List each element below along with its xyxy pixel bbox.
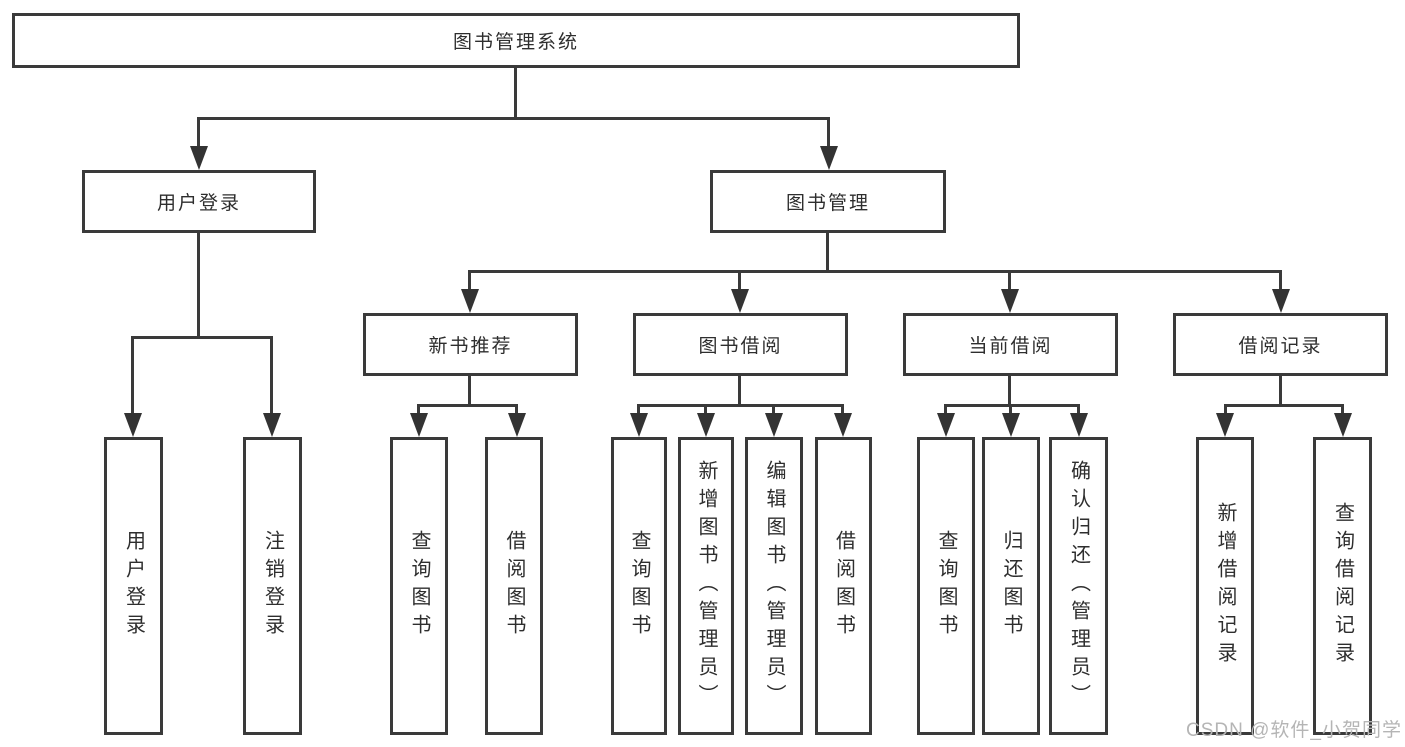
- node-return-books: 归还图书: [982, 437, 1040, 735]
- connector-line: [738, 270, 741, 292]
- connector-line: [1279, 270, 1282, 292]
- node-user-login: 用户登录: [82, 170, 316, 233]
- node-label: 查询借阅记录: [1331, 502, 1354, 670]
- connector-line: [197, 117, 830, 120]
- connector-line: [514, 68, 517, 120]
- connector-line: [515, 404, 518, 416]
- arrow-down-icon: [630, 413, 648, 437]
- connector-line: [131, 336, 272, 339]
- arrow-down-icon: [834, 413, 852, 437]
- arrow-down-icon: [1001, 289, 1019, 313]
- node-add-books-admin: 新增图书（管理员）: [678, 437, 734, 735]
- node-label: 注销登录: [261, 530, 284, 642]
- node-query-borrow-record: 查询借阅记录: [1313, 437, 1372, 735]
- connector-line: [1341, 404, 1344, 416]
- node-label: 借阅记录: [1238, 336, 1323, 357]
- connector-line: [944, 404, 947, 416]
- arrow-down-icon: [461, 289, 479, 313]
- connector-line: [827, 117, 830, 149]
- connector-line: [468, 376, 471, 406]
- arrow-down-icon: [937, 413, 955, 437]
- node-new-book-recommend: 新书推荐: [363, 313, 578, 376]
- connector-line: [197, 233, 200, 338]
- node-label: 图书管理系统: [452, 32, 579, 53]
- connector-line: [1008, 376, 1011, 406]
- node-add-borrow-record: 新增借阅记录: [1196, 437, 1254, 735]
- node-label: 用户登录: [122, 530, 145, 642]
- node-label: 借阅图书: [832, 530, 855, 642]
- node-label: 编辑图书（管理员）: [763, 460, 785, 712]
- arrow-down-icon: [124, 413, 142, 437]
- connector-line: [270, 336, 273, 417]
- arrow-down-icon: [1002, 413, 1020, 437]
- connector-line: [417, 404, 518, 407]
- node-borrow-books: 借阅图书: [815, 437, 872, 735]
- connector-line: [1077, 404, 1080, 416]
- node-label: 确认归还（管理员）: [1067, 460, 1090, 712]
- node-root-library-management-system: 图书管理系统: [12, 13, 1020, 68]
- connector-line: [1224, 404, 1344, 407]
- arrow-down-icon: [410, 413, 428, 437]
- connector-line: [131, 336, 134, 417]
- connector-line: [1279, 376, 1282, 406]
- arrow-down-icon: [765, 413, 783, 437]
- node-confirm-return-admin: 确认归还（管理员）: [1049, 437, 1108, 735]
- node-label: 新增图书（管理员）: [695, 460, 717, 712]
- node-query-books-borrow: 查询图书: [611, 437, 667, 735]
- connector-line: [637, 404, 844, 407]
- connector-line: [1224, 404, 1227, 416]
- node-current-borrowing: 当前借阅: [903, 313, 1118, 376]
- node-query-books-current: 查询图书: [917, 437, 975, 735]
- connector-line: [944, 404, 1080, 407]
- node-borrowing-records: 借阅记录: [1173, 313, 1388, 376]
- arrow-down-icon: [508, 413, 526, 437]
- arrow-down-icon: [731, 289, 749, 313]
- arrow-down-icon: [1216, 413, 1234, 437]
- connector-line: [738, 376, 741, 406]
- arrow-down-icon: [1070, 413, 1088, 437]
- node-label: 查询图书: [935, 530, 957, 642]
- node-label: 图书管理: [785, 193, 870, 214]
- node-label: 查询图书: [408, 530, 430, 642]
- node-label: 图书借阅: [698, 336, 783, 357]
- node-label: 用户登录: [156, 193, 241, 214]
- connector-line: [1008, 270, 1011, 292]
- node-logout: 注销登录: [243, 437, 302, 735]
- connector-line: [417, 404, 420, 416]
- connector-line: [1009, 404, 1012, 416]
- arrow-down-icon: [1272, 289, 1290, 313]
- arrow-down-icon: [1334, 413, 1352, 437]
- node-edit-books-admin: 编辑图书（管理员）: [745, 437, 803, 735]
- node-book-borrowing: 图书借阅: [633, 313, 848, 376]
- connector-line: [637, 404, 640, 416]
- node-label: 查询图书: [628, 530, 650, 642]
- connector-line: [197, 117, 200, 149]
- node-label: 新书推荐: [428, 336, 513, 357]
- node-label: 归还图书: [1000, 530, 1022, 642]
- node-label: 新增借阅记录: [1214, 502, 1236, 670]
- node-user-login-leaf: 用户登录: [104, 437, 163, 735]
- connector-line: [468, 270, 1282, 273]
- arrow-down-icon: [820, 146, 838, 170]
- connector-line: [772, 404, 775, 416]
- node-label: 借阅图书: [503, 530, 525, 642]
- node-query-books-recommend: 查询图书: [390, 437, 448, 735]
- node-label: 当前借阅: [968, 336, 1053, 357]
- connector-line: [704, 404, 707, 416]
- arrow-down-icon: [190, 146, 208, 170]
- arrow-down-icon: [263, 413, 281, 437]
- node-borrow-books-recommend: 借阅图书: [485, 437, 543, 735]
- arrow-down-icon: [697, 413, 715, 437]
- connector-line: [841, 404, 844, 416]
- connector-line: [468, 270, 471, 292]
- connector-line: [826, 233, 829, 272]
- node-book-management: 图书管理: [710, 170, 946, 233]
- csdn-watermark: CSDN @软件_小贺同学: [1186, 720, 1402, 741]
